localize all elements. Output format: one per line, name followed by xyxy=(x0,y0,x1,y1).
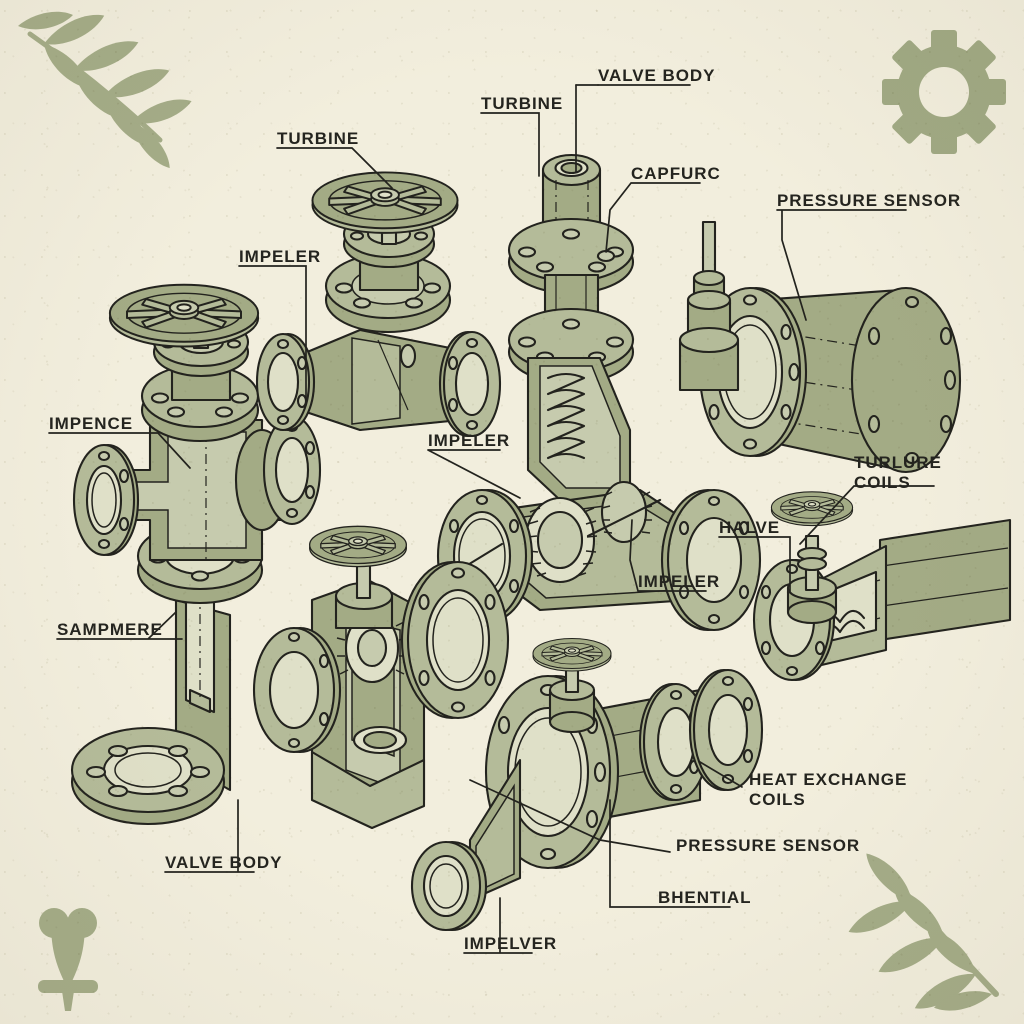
assembly-gear-housing xyxy=(436,480,762,632)
label-turlure-coils: TURLURE COILS xyxy=(854,453,942,493)
leader-heat-exchange-coils xyxy=(699,761,743,788)
label-impeler-center: IMPELER xyxy=(428,431,511,450)
leader-impeler-right xyxy=(629,519,707,592)
leader-turbine-center xyxy=(480,112,540,177)
assembly-flanged-cylinder xyxy=(678,220,962,474)
leader-turlure-coils xyxy=(799,485,935,545)
olive-branch-icon xyxy=(844,846,999,1016)
label-valve-body-top: VALVE BODY xyxy=(598,66,716,85)
label-turbine-left: TURBINE xyxy=(277,129,360,148)
label-impeler-right: IMPELER xyxy=(638,572,721,591)
wrench-icon xyxy=(38,908,98,1011)
assembly-bottom-gear-box xyxy=(252,525,510,830)
assembly-center-vertical-valve xyxy=(507,153,635,502)
leader-pressure-sensor-bottom xyxy=(469,779,671,853)
leader-impeler-upper-left xyxy=(238,265,307,401)
leader-impence xyxy=(48,432,191,469)
label-heat-exchange-coils: HEAT EXCHANGE COILS xyxy=(749,770,908,810)
label-pressure-sensor-bottom: PRESSURE SENSOR xyxy=(676,836,861,855)
assembly-left-cross-valve xyxy=(70,283,322,826)
label-bhential: BHENTIAL xyxy=(658,888,752,907)
assembly-right-shaft-valve xyxy=(752,491,1012,682)
leader-valve-body-bottom xyxy=(164,799,255,873)
label-turbine-center: TURBINE xyxy=(481,94,564,113)
label-capfurc: CAPFURC xyxy=(631,164,721,183)
assembly-bottom-flange-stack xyxy=(410,637,764,932)
assembly-upper-inline-valve xyxy=(255,171,502,438)
label-impence: IMPENCE xyxy=(49,414,133,433)
label-valve-body-bottom: VALVE BODY xyxy=(165,853,283,872)
label-pressure-sensor-top: PRESSURE SENSOR xyxy=(777,191,962,210)
label-impelver: IMPELVER xyxy=(464,934,558,953)
olive-branch-icon xyxy=(16,8,195,175)
leader-pressure-sensor-top xyxy=(776,209,907,321)
leader-bhential xyxy=(609,799,731,908)
leader-impelver xyxy=(463,897,533,954)
leader-impeler-center xyxy=(427,449,521,499)
leader-sampmere xyxy=(56,611,183,640)
leader-halve xyxy=(718,536,791,593)
leader-turbine-left xyxy=(276,147,393,189)
label-sampmere: SAMPMERE xyxy=(57,620,163,639)
gear-cluster xyxy=(524,496,596,584)
leader-valve-body-top xyxy=(575,84,691,173)
gear-icon xyxy=(882,30,1006,154)
pressure-sensor-probe xyxy=(678,220,740,392)
leader-capfurc xyxy=(605,182,701,253)
label-halve: HALVE xyxy=(719,518,781,537)
label-impeler-upper-left: IMPELER xyxy=(239,247,322,266)
